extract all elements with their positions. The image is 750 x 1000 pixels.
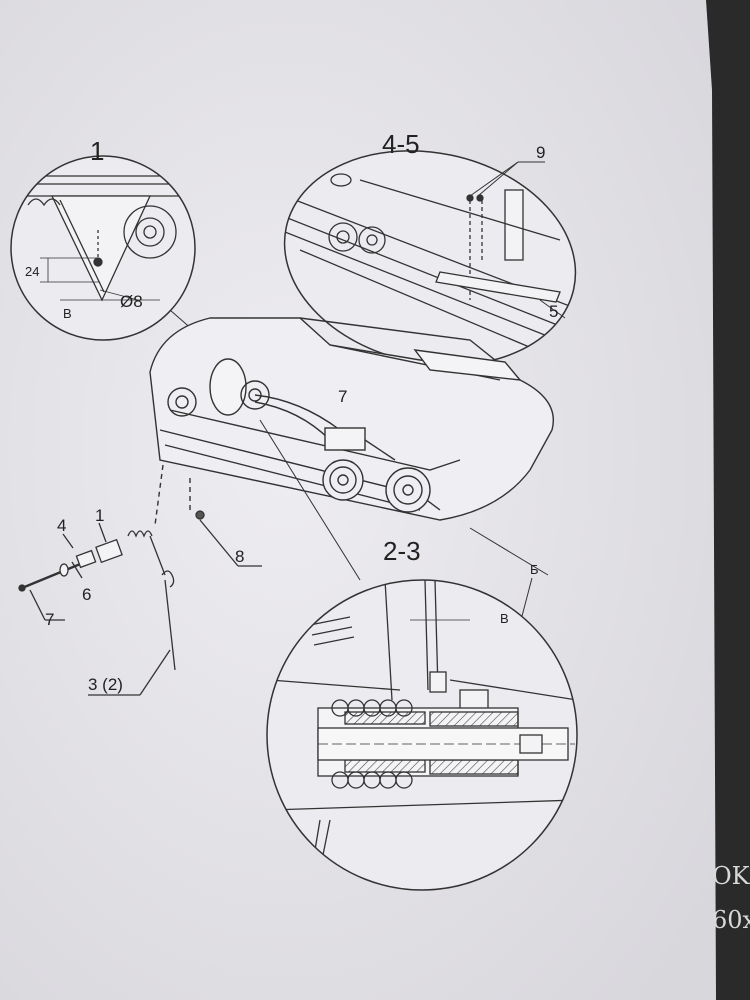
detail-45-label: 4-5 <box>382 129 420 159</box>
track-assembly <box>149 317 554 526</box>
part-4-label: 4 <box>57 516 66 535</box>
part-7-label: 7 <box>45 610 54 629</box>
dimension-24-label: 24 <box>25 264 39 279</box>
part-1-label: 1 <box>95 506 104 525</box>
part-7-machine-label: 7 <box>338 387 347 406</box>
part-6-label: 6 <box>82 585 91 604</box>
diameter-8-label: Ø8 <box>120 292 143 311</box>
letter-b-right-label: B <box>500 611 509 626</box>
edge-text-line1: OK <box>712 862 750 890</box>
letter-b-left-label: B <box>63 306 72 321</box>
detail-1-label: 1 <box>90 136 104 166</box>
part-3-2-label: 3 (2) <box>88 675 123 694</box>
letter-be-label: Б <box>530 562 539 577</box>
part-8-label: 8 <box>235 547 244 566</box>
detail-23-label: 2-3 <box>383 536 421 566</box>
edge-text-line2: 60x <box>712 906 750 934</box>
detail-23-view <box>266 579 578 891</box>
detail-1-view <box>10 155 196 341</box>
part-9-label: 9 <box>536 143 545 162</box>
part-5-label: 5 <box>549 302 558 321</box>
exploded-parts <box>18 510 262 696</box>
detail-23-leader-a <box>259 419 361 581</box>
detail-23-leader-b <box>469 527 549 576</box>
detail-45-view <box>279 150 581 366</box>
